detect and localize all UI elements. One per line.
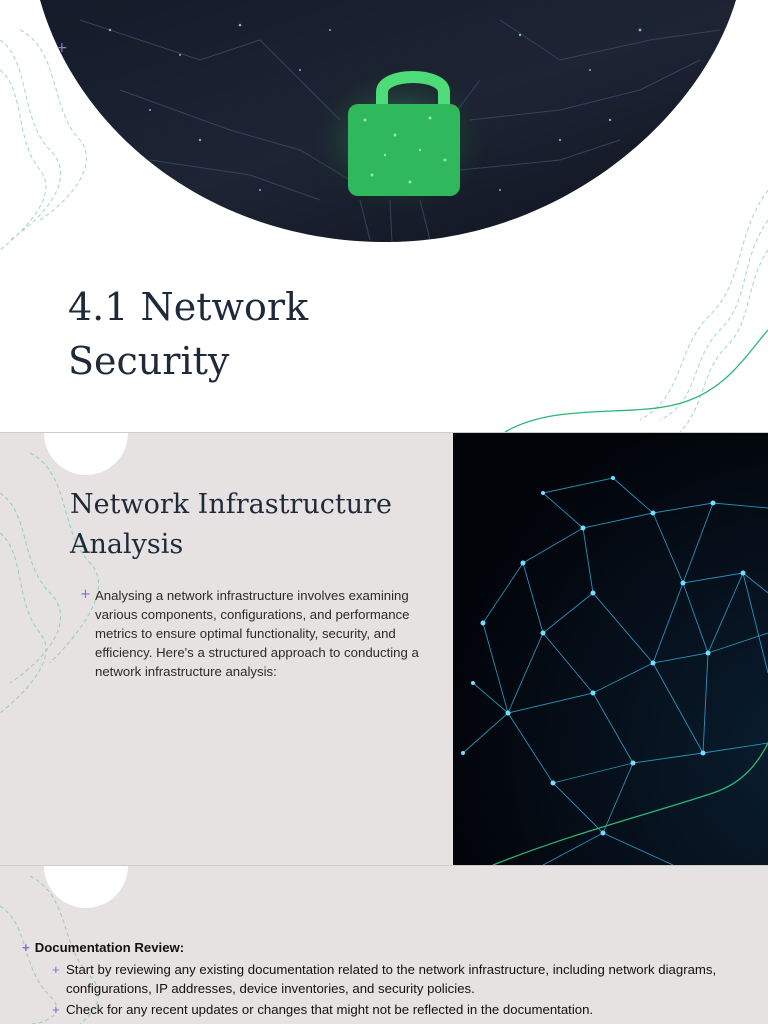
- plus-bullet-icon: +: [52, 1002, 60, 1017]
- list-item-text: Start by reviewing any existing document…: [66, 962, 717, 996]
- slide-title-line-1: 4.1 Network: [68, 285, 309, 329]
- network-globe-image: [453, 433, 768, 865]
- slide-title-line-2: Security: [68, 339, 230, 383]
- content-slide: Network Infrastructure Analysis + Analys…: [0, 433, 768, 865]
- title-slide: + 4.1 Network Security: [0, 0, 768, 432]
- plus-bullet-icon: +: [52, 962, 60, 977]
- section-heading-line-1: Network Infrastructure: [70, 489, 392, 520]
- list-heading-text: Documentation Review:: [34, 940, 185, 955]
- section-heading-line-2: Analysis: [70, 529, 184, 560]
- bullet-text: Analysing a network infrastructure invol…: [95, 588, 419, 679]
- contour-decoration: [0, 452, 100, 714]
- section-heading: Network Infrastructure Analysis: [70, 485, 440, 565]
- padlock-hero-image: [40, 0, 736, 243]
- list-item-text: Check for any recent updates or changes …: [66, 1002, 594, 1017]
- slide-title: 4.1 Network Security: [68, 280, 488, 388]
- list-heading: + Documentation Review:: [22, 938, 184, 957]
- plus-icon: +: [56, 40, 68, 56]
- slide-divider: [0, 432, 768, 433]
- list-item: + Start by reviewing any existing docume…: [52, 960, 752, 998]
- contour-decoration: [0, 875, 100, 1024]
- contour-decoration: [0, 29, 768, 432]
- bullet-item: + Analysing a network infrastructure inv…: [80, 586, 430, 681]
- slide-divider: [0, 865, 768, 866]
- plus-bullet-icon: +: [22, 940, 30, 955]
- documentation-slide: + Documentation Review: + Start by review…: [0, 866, 768, 1024]
- plus-bullet-icon: +: [80, 587, 91, 602]
- list-item: + Check for any recent updates or change…: [52, 1000, 752, 1019]
